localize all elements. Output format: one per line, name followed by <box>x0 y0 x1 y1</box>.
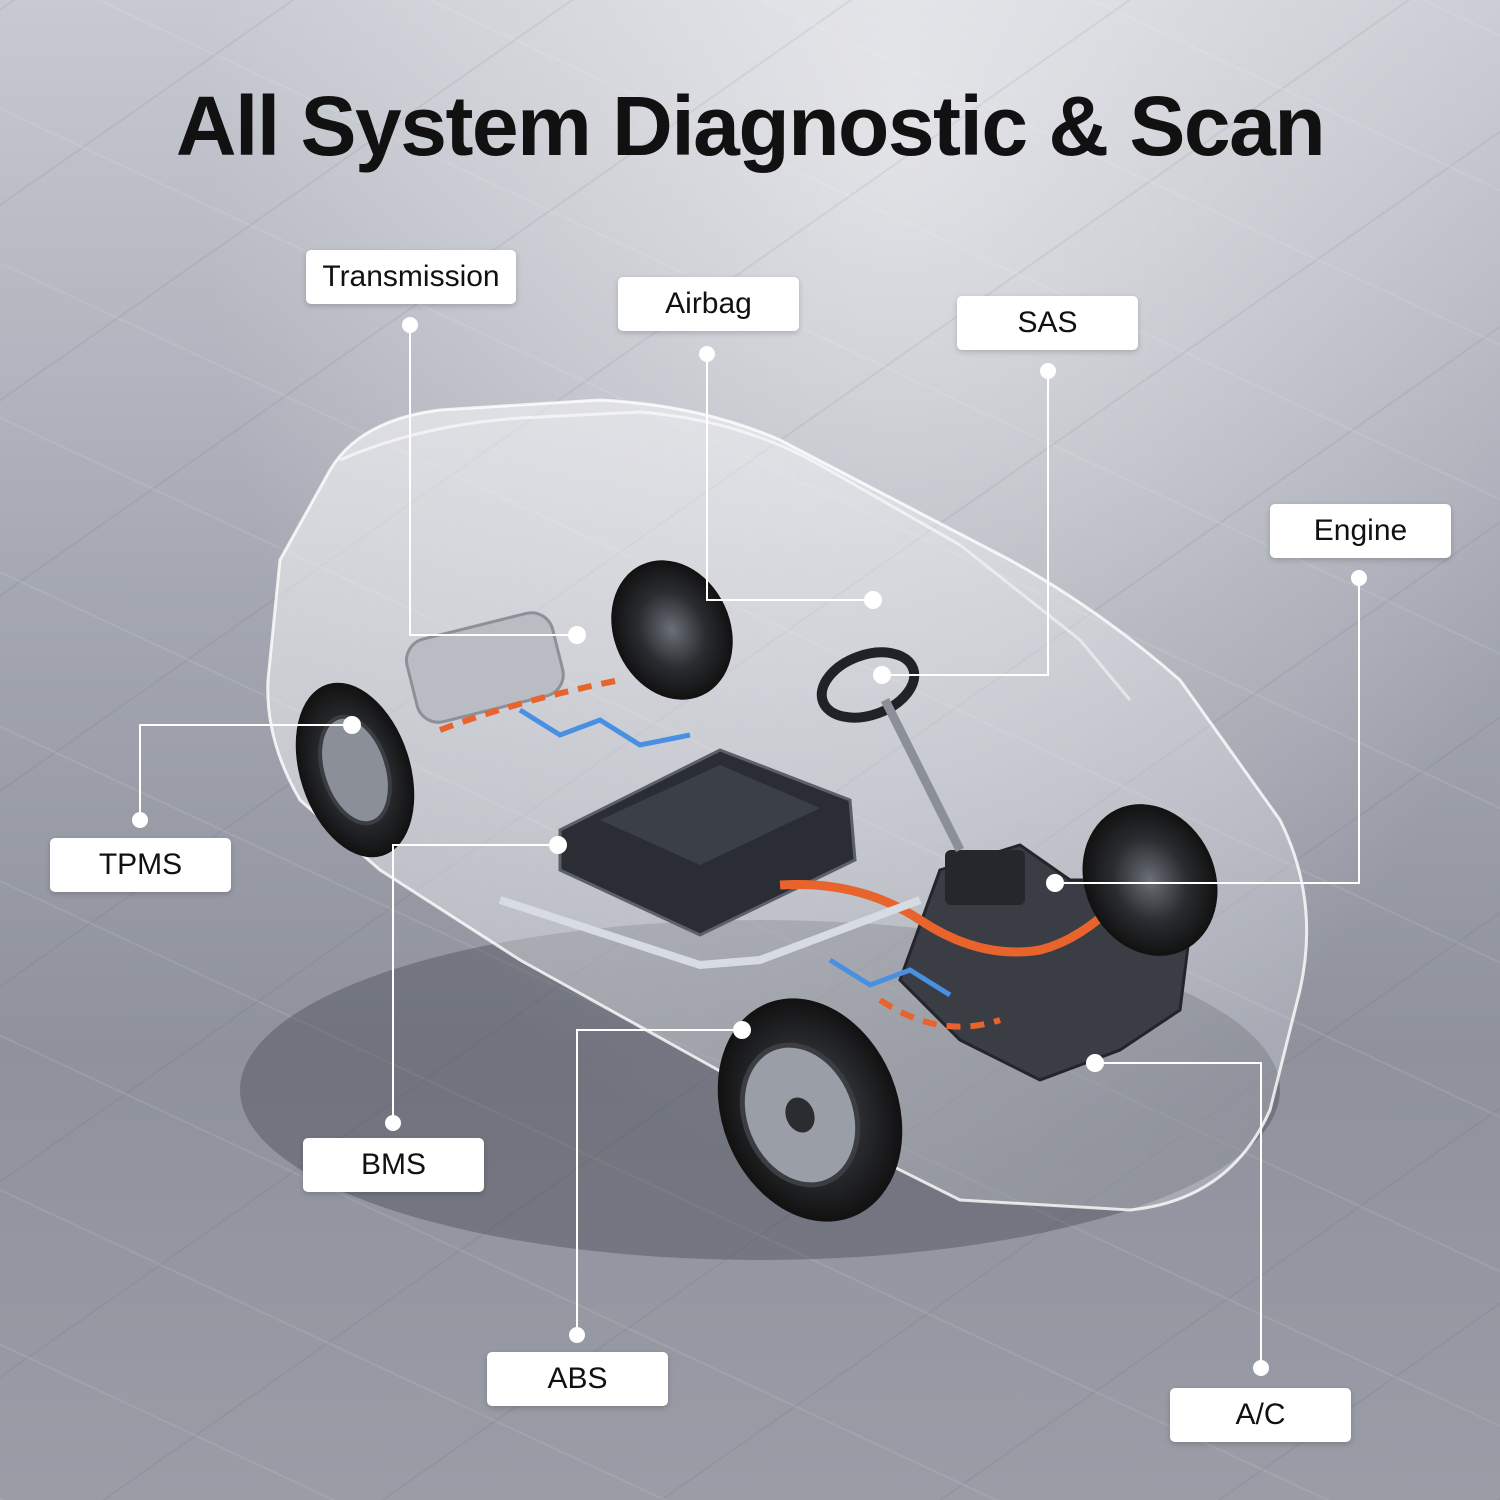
label-airbag: Airbag <box>618 277 799 331</box>
callout-dots <box>132 317 1367 1376</box>
label-engine: Engine <box>1270 504 1451 558</box>
blue-cooling-arrows <box>518 707 952 998</box>
label-tpms: TPMS <box>50 838 231 892</box>
label-ac: A/C <box>1170 1388 1351 1442</box>
label-sas: SAS <box>957 296 1138 350</box>
callout-lines <box>139 325 1360 1368</box>
label-transmission: Transmission <box>306 250 516 304</box>
label-abs: ABS <box>487 1352 668 1406</box>
page-title: All System Diagnostic & Scan <box>175 79 1326 173</box>
orange-wiring <box>779 879 1124 957</box>
wheel-rear-right <box>611 560 733 700</box>
car-roof-outline <box>339 410 961 547</box>
steering-wheel <box>816 647 920 723</box>
label-bms: BMS <box>303 1138 484 1192</box>
windshield-outline <box>959 543 1132 701</box>
wheel-front-right <box>1082 804 1218 956</box>
